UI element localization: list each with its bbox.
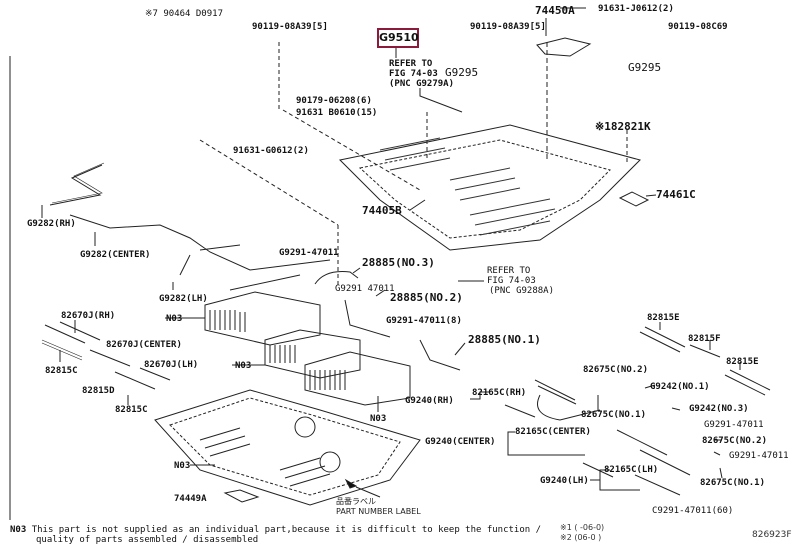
part-label-g9242-no3[interactable]: G9242(NO.3) [689, 404, 749, 414]
part-label-g9291-47011-b[interactable]: G9291 47011 [335, 284, 395, 294]
refer2-label-line3[interactable]: (PNC G9288A) [489, 286, 555, 296]
refer2-label-line1: REFER TO [487, 266, 531, 276]
part-label-n03-a[interactable]: N03 [166, 314, 183, 324]
part-label-90464[interactable]: ※7 90464 D0917 [145, 9, 223, 19]
date-legend: ※1 ( -06-0) ※2 (06-0 ) [560, 523, 604, 543]
part-label-82815d[interactable]: 82815D [82, 386, 115, 396]
part-label-g9282-center[interactable]: G9282(CENTER) [80, 250, 151, 260]
figure-id: 826923F [752, 530, 792, 540]
part-label-82670j-center[interactable]: 82670J(CENTER) [106, 340, 182, 350]
footnote-code: N03 [10, 525, 27, 535]
part-label-g9240-center[interactable]: G9240(CENTER) [425, 437, 496, 447]
part-label-28885-no3[interactable]: 28885(NO.3) [362, 256, 435, 269]
part-label-g9282-rh[interactable]: G9282(RH) [27, 219, 76, 229]
part-label-g9295-right[interactable]: G9295 [628, 61, 662, 74]
part-number-label-en: PART NUMBER LABEL [336, 507, 421, 516]
part-label-g9291-47011-d[interactable]: G9291-47011 [704, 420, 764, 430]
part-label-82670j-rh[interactable]: 82670J(RH) [61, 311, 116, 321]
part-label-g9242-no1[interactable]: G9242(NO.1) [650, 382, 710, 392]
refer-label-line2[interactable]: FIG 74-03 [389, 69, 438, 79]
part-label-82815c-a[interactable]: 82815C [45, 366, 78, 376]
part-label-g9240-rh[interactable]: G9240(RH) [405, 396, 454, 406]
part-label-g9291-47011-a[interactable]: G9291-47011 [279, 248, 339, 258]
part-label-g9291-47011-e[interactable]: G9291-47011 [729, 451, 789, 461]
part-label-g9282-lh[interactable]: G9282(LH) [159, 294, 208, 304]
part-label-82675c-no2-a[interactable]: 82675C(NO.2) [583, 365, 649, 375]
part-label-182821k[interactable]: ※182821K [595, 120, 651, 133]
part-label-90119-08a39-left[interactable]: 90119-08A39[5] [252, 22, 328, 32]
part-label-82815e-b[interactable]: 82815E [726, 357, 759, 367]
part-label-82815c-b[interactable]: 82815C [115, 405, 148, 415]
highlighted-part-callout-g9510[interactable]: G9510 [377, 28, 419, 48]
refer-label-line1: REFER TO [389, 59, 433, 69]
part-label-90119-08c69[interactable]: 90119-08C69 [668, 22, 728, 32]
legend-line1: ※1 ( -06-0) [560, 523, 605, 532]
part-label-c9291-47011-60[interactable]: C9291-47011(60) [652, 506, 734, 516]
part-label-91631-b0610[interactable]: 91631 B0610(15) [296, 108, 378, 118]
part-label-74461c[interactable]: 74461C [656, 188, 696, 201]
part-label-91631-g0612[interactable]: 91631-G0612(2) [233, 146, 309, 156]
refer-label-line3[interactable]: (PNC G9279A) [389, 79, 455, 89]
footnote: N03 This part is not supplied as an indi… [10, 525, 541, 545]
part-label-g9291-47011-8[interactable]: G9291-47011(8) [386, 316, 462, 326]
part-number-label-note: 品番ラベル PART NUMBER LABEL [336, 497, 421, 517]
part-label-82165c-rh[interactable]: 82165C(RH) [472, 388, 527, 398]
part-label-74405b[interactable]: 74405B [362, 204, 402, 217]
part-label-n03-c[interactable]: N03 [370, 414, 387, 424]
part-label-n03-d[interactable]: N03 [174, 461, 191, 471]
part-label-g9295-left[interactable]: G9295 [445, 66, 479, 79]
footnote-line2: quality of parts assembled / disassemble… [36, 535, 259, 545]
part-label-g9240-lh[interactable]: G9240(LH) [540, 476, 589, 486]
refer2-label-line2[interactable]: FIG 74-03 [487, 276, 536, 286]
part-label-82815f[interactable]: 82815F [688, 334, 721, 344]
part-label-82165c-lh[interactable]: 82165C(LH) [604, 465, 659, 475]
part-label-90119-08a39-right[interactable]: 90119-08A39[5] [470, 22, 546, 32]
legend-line2: ※2 (06-0 ) [560, 533, 602, 542]
part-label-28885-no1[interactable]: 28885(NO.1) [468, 333, 541, 346]
part-label-82675c-no2-b[interactable]: 82675C(NO.2) [702, 436, 768, 446]
part-label-82675c-no1-b[interactable]: 82675C(NO.1) [700, 478, 766, 488]
part-label-n03-b[interactable]: N03 [235, 361, 252, 371]
part-number-label-jp: 品番ラベル [336, 497, 376, 506]
part-label-28885-no2[interactable]: 28885(NO.2) [390, 291, 463, 304]
part-label-74449a[interactable]: 74449A [174, 494, 207, 504]
part-label-82815e-a[interactable]: 82815E [647, 313, 680, 323]
part-label-82670j-lh[interactable]: 82670J(LH) [144, 360, 199, 370]
part-label-82675c-no1-a[interactable]: 82675C(NO.1) [581, 410, 647, 420]
part-label-82165c-center[interactable]: 82165C(CENTER) [515, 427, 591, 437]
part-label-91631-j0612[interactable]: 91631-J0612(2) [598, 4, 674, 14]
part-label-90179-06208[interactable]: 90179-06208(6) [296, 96, 372, 106]
part-label-74450a[interactable]: 74450A [535, 4, 575, 17]
footnote-line1: This part is not supplied as an individu… [31, 525, 542, 535]
